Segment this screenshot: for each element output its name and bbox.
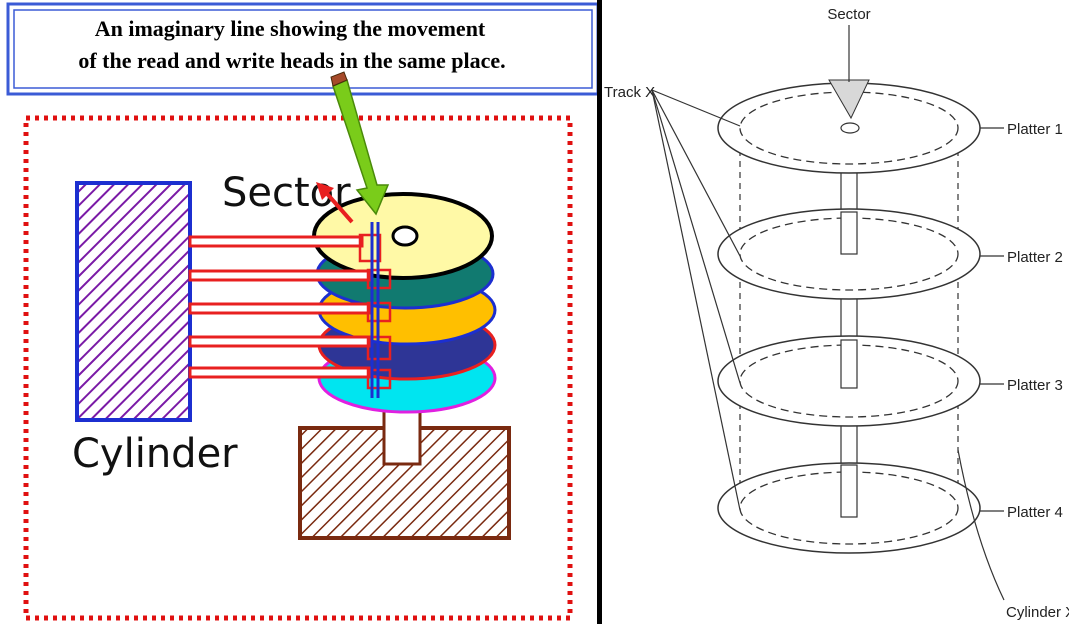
platter-1-label: Platter 1: [1007, 121, 1063, 138]
dotted-frame: [23, 115, 573, 621]
platter-3-right: [717, 335, 981, 427]
platter-labels: Platter 1 Platter 2 Platter 3 Platter 4: [980, 121, 1063, 521]
panel-separator: [597, 0, 602, 624]
platter-3-label: Platter 3: [1007, 377, 1063, 394]
cylinder-label: Cylinder: [72, 431, 238, 477]
platter-stack: [312, 192, 497, 414]
sector-pointer-arrow: [316, 182, 354, 224]
track-label: Track X: [604, 84, 655, 101]
track-pointer-lines: [651, 89, 741, 511]
right-diagram: Sector Track X Platter 1 Platter 2 Platt…: [604, 6, 1069, 621]
spindle-shaft: [382, 408, 422, 466]
read-write-arms: [188, 235, 372, 379]
caption-line-2: of the read and write heads in the same …: [78, 48, 505, 73]
cylinder-x-label: Cylinder X: [1006, 604, 1069, 621]
platter-2-right: [717, 208, 981, 300]
platter-4-right: [717, 462, 981, 554]
spindle-hole: [391, 225, 419, 247]
platter-2-label: Platter 2: [1007, 249, 1063, 266]
cylinder-block: [75, 181, 192, 422]
platter-1-right: [717, 79, 981, 174]
left-diagram: An imaginary line showing the movement o…: [6, 2, 600, 621]
right-sector-label: Sector: [827, 6, 870, 23]
caption-box: An imaginary line showing the movement o…: [6, 2, 600, 96]
green-pointer-arrow: [330, 71, 390, 216]
platter-4-label: Platter 4: [1007, 504, 1063, 521]
imaginary-head-line: [370, 222, 380, 398]
sector-label: Sector: [222, 170, 351, 216]
caption-line-1: An imaginary line showing the movement: [95, 16, 486, 41]
